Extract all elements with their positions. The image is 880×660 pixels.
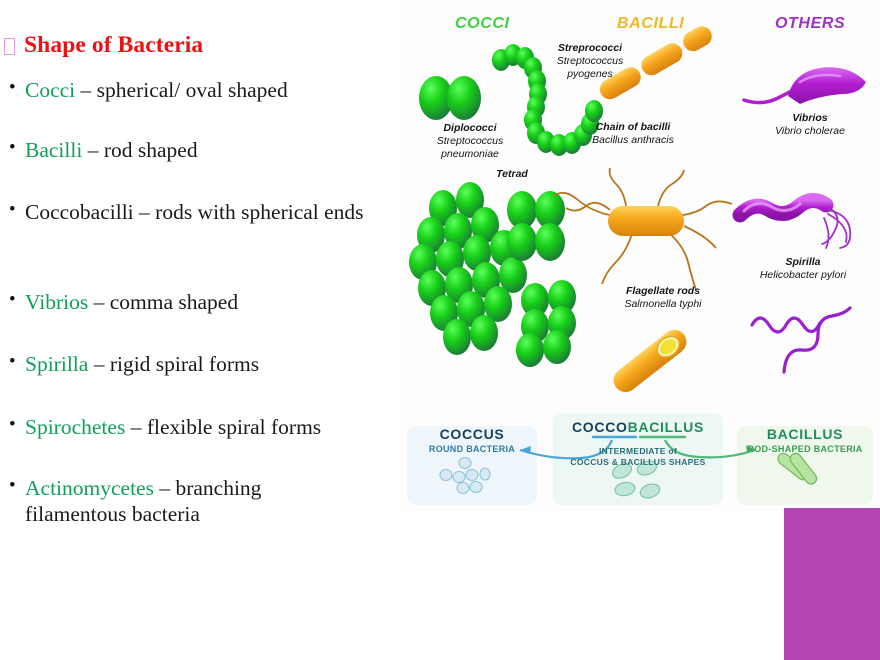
label-streptococci: Streprococci Streptococcus pyogenes <box>530 42 650 80</box>
bullet-dot-icon: • <box>9 137 16 158</box>
sarcina-packet-art <box>516 280 576 367</box>
bullet-dot-icon: • <box>9 199 16 220</box>
list-item: • Cocci – spherical/ oval shaped <box>0 78 288 104</box>
category-heading-others: OTHERS <box>775 15 846 32</box>
bullet-dot-icon: • <box>9 414 16 435</box>
bullet-dot-icon: • <box>9 351 16 372</box>
bullet-rest: – branching filamentous bacteria <box>25 476 262 526</box>
label-title: Flagellate rods <box>625 285 701 297</box>
label-species: Salmonella typhi <box>624 297 702 310</box>
bullet-text: Cocci – spherical/ oval shaped <box>25 78 288 104</box>
label-title: Tetrad <box>496 168 528 180</box>
bacillus-subtitle: ROD-SHAPED BACTERIA <box>747 444 863 454</box>
bullet-text: Vibrios – comma shaped <box>25 290 238 316</box>
label-species: Streptococcus <box>556 54 624 67</box>
label-title: Vibrios <box>792 112 828 124</box>
bullet-dot-icon: • <box>9 77 16 98</box>
label-species2: pneumoniae <box>441 147 499 160</box>
coccus-title: COCCUS <box>439 426 505 442</box>
endospore-rod-art <box>613 329 687 393</box>
label-diplococci: Diplococci Streptococcus pneumoniae <box>410 122 530 160</box>
list-item: • Spirilla – rigid spiral forms <box>0 352 259 378</box>
bullet-rest: – rigid spiral forms <box>88 352 260 376</box>
bullet-text: Spirochetes – flexible spiral forms <box>25 415 321 441</box>
bullet-term: Vibrios <box>25 290 89 314</box>
slide-title-row: Shape of Bacteria <box>4 33 396 58</box>
flagellate-rod-art <box>553 167 733 291</box>
label-species: Helicobacter pylori <box>759 268 847 281</box>
bacillus-title: BACILLUS <box>766 426 844 442</box>
bullet-term: Cocci <box>25 78 76 102</box>
cocco-title-part1: COCCO <box>572 419 628 435</box>
bullet-rest: – rod shaped <box>82 138 198 162</box>
bullet-rest: – spherical/ oval shaped <box>75 78 288 102</box>
label-species: Streptococcus <box>436 134 504 147</box>
bullet-text: Actinomycetes – branching filamentous ba… <box>25 476 365 528</box>
cocco-title-part2: BACILLUS <box>627 419 704 435</box>
cocco-subtitle-line1: INTERMEDIATE of <box>598 446 677 456</box>
staphylococci-cluster-art <box>409 182 527 355</box>
list-item: • Actinomycetes – branching filamentous … <box>0 476 365 528</box>
label-spirilla: Spirilla Helicobacter pylori <box>738 256 868 282</box>
list-item: • Bacilli – rod shaped <box>0 138 198 164</box>
label-tetrad: Tetrad <box>472 168 552 181</box>
bullet-rest: – rods with spherical ends <box>133 200 364 224</box>
label-title: Spirilla <box>785 256 821 268</box>
label-title: Chain of bacilli <box>595 121 671 133</box>
bullet-term: Spirilla <box>25 352 89 376</box>
label-species2: pyogenes <box>567 67 613 80</box>
bullet-dot-icon: • <box>9 475 16 496</box>
cocco-subtitle-line2: COCCUS & BACILLUS SHAPES <box>570 457 706 468</box>
label-vibrios: Vibrios Vibrio cholerae <box>750 112 870 138</box>
text-column: Shape of Bacteria • Cocci – spherical/ o… <box>0 0 400 560</box>
label-chain-of-bacilli: Chain of bacilli Bacillus anthracis <box>568 121 698 147</box>
spirilla-art <box>732 193 852 249</box>
coccobacillus-title: COCCOBACILLUS <box>553 419 723 435</box>
purple-decorative-block <box>784 508 880 660</box>
list-item: • Vibrios – comma shaped <box>0 290 238 316</box>
label-title: Diplococci <box>443 122 497 134</box>
category-heading-cocci: COCCI <box>455 15 510 32</box>
label-species: Vibrio cholerae <box>775 124 845 137</box>
bullet-term: Coccobacilli <box>25 200 134 224</box>
bullet-text: Bacilli – rod shaped <box>25 138 198 164</box>
bullet-rest: – flexible spiral forms <box>125 415 322 439</box>
tetrad-art <box>507 191 565 261</box>
bullet-text: Coccobacilli – rods with spherical ends <box>25 200 420 226</box>
label-species: Bacillus anthracis <box>592 133 674 146</box>
hollow-square-bullet-icon <box>4 38 15 55</box>
bullet-text: Spirilla – rigid spiral forms <box>25 352 259 378</box>
list-item: • Coccobacilli – rods with spherical end… <box>0 200 420 226</box>
bullet-term: Spirochetes <box>25 415 126 439</box>
coccobacillus-subtitle: INTERMEDIATE of COCCUS & BACILLUS SHAPES <box>553 446 723 469</box>
vibrio-art <box>742 67 866 105</box>
label-title: Streprococci <box>557 42 623 54</box>
bullet-term: Actinomycetes <box>25 476 154 500</box>
diplococci-art <box>419 76 481 120</box>
page-title: Shape of Bacteria <box>24 32 204 58</box>
coccus-subtitle: ROUND BACTERIA <box>428 444 516 454</box>
list-item: • Spirochetes – flexible spiral forms <box>0 415 321 441</box>
shape-comparison-infographic: COCCUS ROUND BACTERIA COCCOBACILLUS INTE… <box>407 413 873 505</box>
bullet-dot-icon: • <box>9 289 16 310</box>
bullet-rest: – comma shaped <box>88 290 239 314</box>
spirochete-art <box>750 306 852 374</box>
category-heading-bacilli: BACILLI <box>617 15 685 32</box>
bullet-term: Bacilli <box>25 138 83 162</box>
label-flagellate-rods: Flagellate rods Salmonella typhi <box>598 285 728 311</box>
